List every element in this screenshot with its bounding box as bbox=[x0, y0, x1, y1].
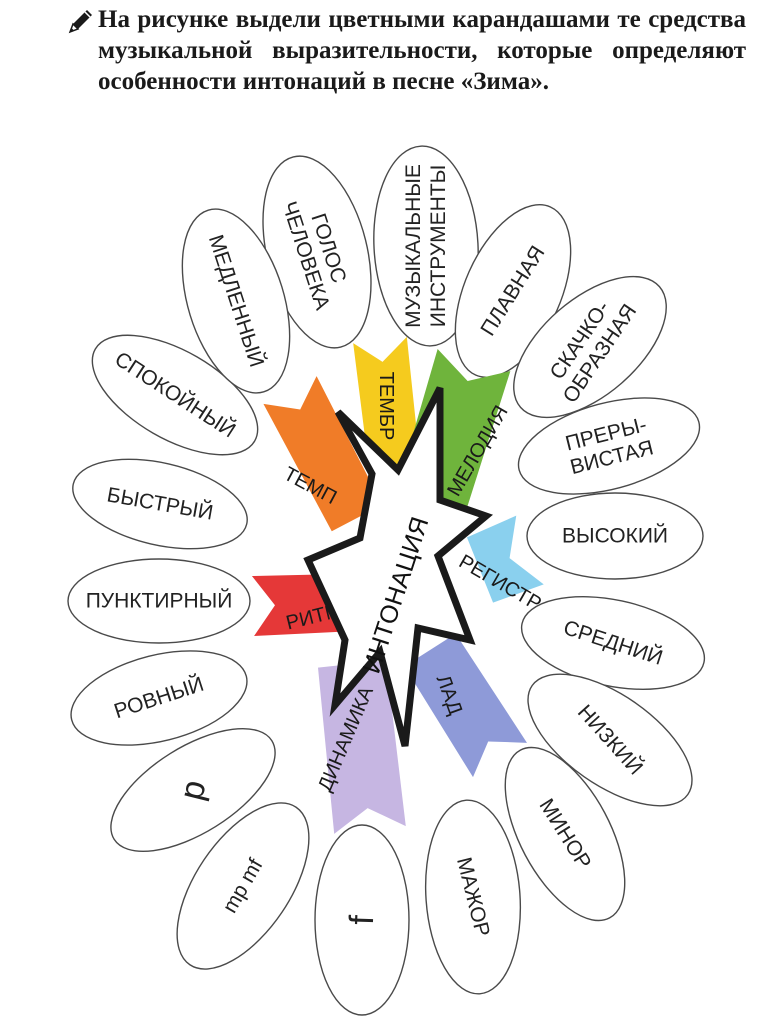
petal-label: МУЗЫКАЛЬНЫЕ bbox=[402, 164, 425, 328]
petal-shape bbox=[70, 650, 248, 746]
petal-shape bbox=[72, 458, 248, 550]
petal-mpmf: mp mf bbox=[176, 802, 310, 970]
petal-shape bbox=[373, 145, 479, 347]
arrow-shape bbox=[263, 376, 383, 532]
petal-shape bbox=[91, 334, 259, 456]
petal-low: НИЗКИЙ bbox=[527, 673, 693, 807]
petal-high: ВЫСОКИЙ bbox=[526, 492, 704, 580]
petal-shape bbox=[314, 824, 410, 1016]
petal-even: РОВНЫЙ bbox=[70, 650, 248, 746]
petal-dotted: ПУНКТИРНЫЙ bbox=[67, 558, 251, 644]
petal-shape bbox=[526, 492, 704, 580]
petal-shape bbox=[176, 802, 310, 970]
arrow-tempo: ТЕМП bbox=[263, 376, 383, 532]
pencil-icon bbox=[68, 10, 92, 34]
arrow-shape bbox=[404, 633, 527, 778]
petal-minor: МИНОР bbox=[504, 746, 626, 922]
petal-fast: БЫСТРЫЙ bbox=[72, 458, 248, 550]
petal-shape bbox=[110, 727, 276, 853]
petal-label: ПУНКТИРНЫЙ bbox=[86, 589, 233, 613]
petal-label: ИНСТРУМЕНТЫ bbox=[427, 165, 450, 328]
intonation-star bbox=[303, 386, 493, 747]
petal-shape bbox=[424, 799, 522, 995]
petal-shape bbox=[527, 673, 693, 807]
petal-p: p bbox=[110, 727, 276, 853]
petal-shape bbox=[181, 208, 291, 394]
petal-shape bbox=[67, 558, 251, 644]
petal-middle: СРЕДНИЙ bbox=[520, 596, 706, 690]
petal-f: f bbox=[314, 824, 410, 1016]
petal-intermittent: ПРЕРЫ-ВИСТАЯ bbox=[517, 397, 701, 495]
petal-major: МАЖОР bbox=[424, 799, 522, 995]
arrow-shape bbox=[466, 515, 544, 603]
petal-shape bbox=[517, 397, 701, 495]
task-text: На рисунке выдели цветными карандашами т… bbox=[98, 6, 746, 95]
petal-slow: МЕДЛЕННЫЙ bbox=[181, 208, 291, 394]
petal-label: ВЫСОКИЙ bbox=[562, 524, 668, 548]
petal-shape bbox=[513, 275, 667, 419]
petal-shape bbox=[504, 746, 626, 922]
arrow-lad: ЛАД bbox=[404, 633, 527, 778]
petal-label: f bbox=[343, 914, 381, 925]
task-instruction: На рисунке выдели цветными карандашами т… bbox=[66, 4, 746, 97]
arrow-label: ТЕМБР bbox=[375, 372, 397, 441]
